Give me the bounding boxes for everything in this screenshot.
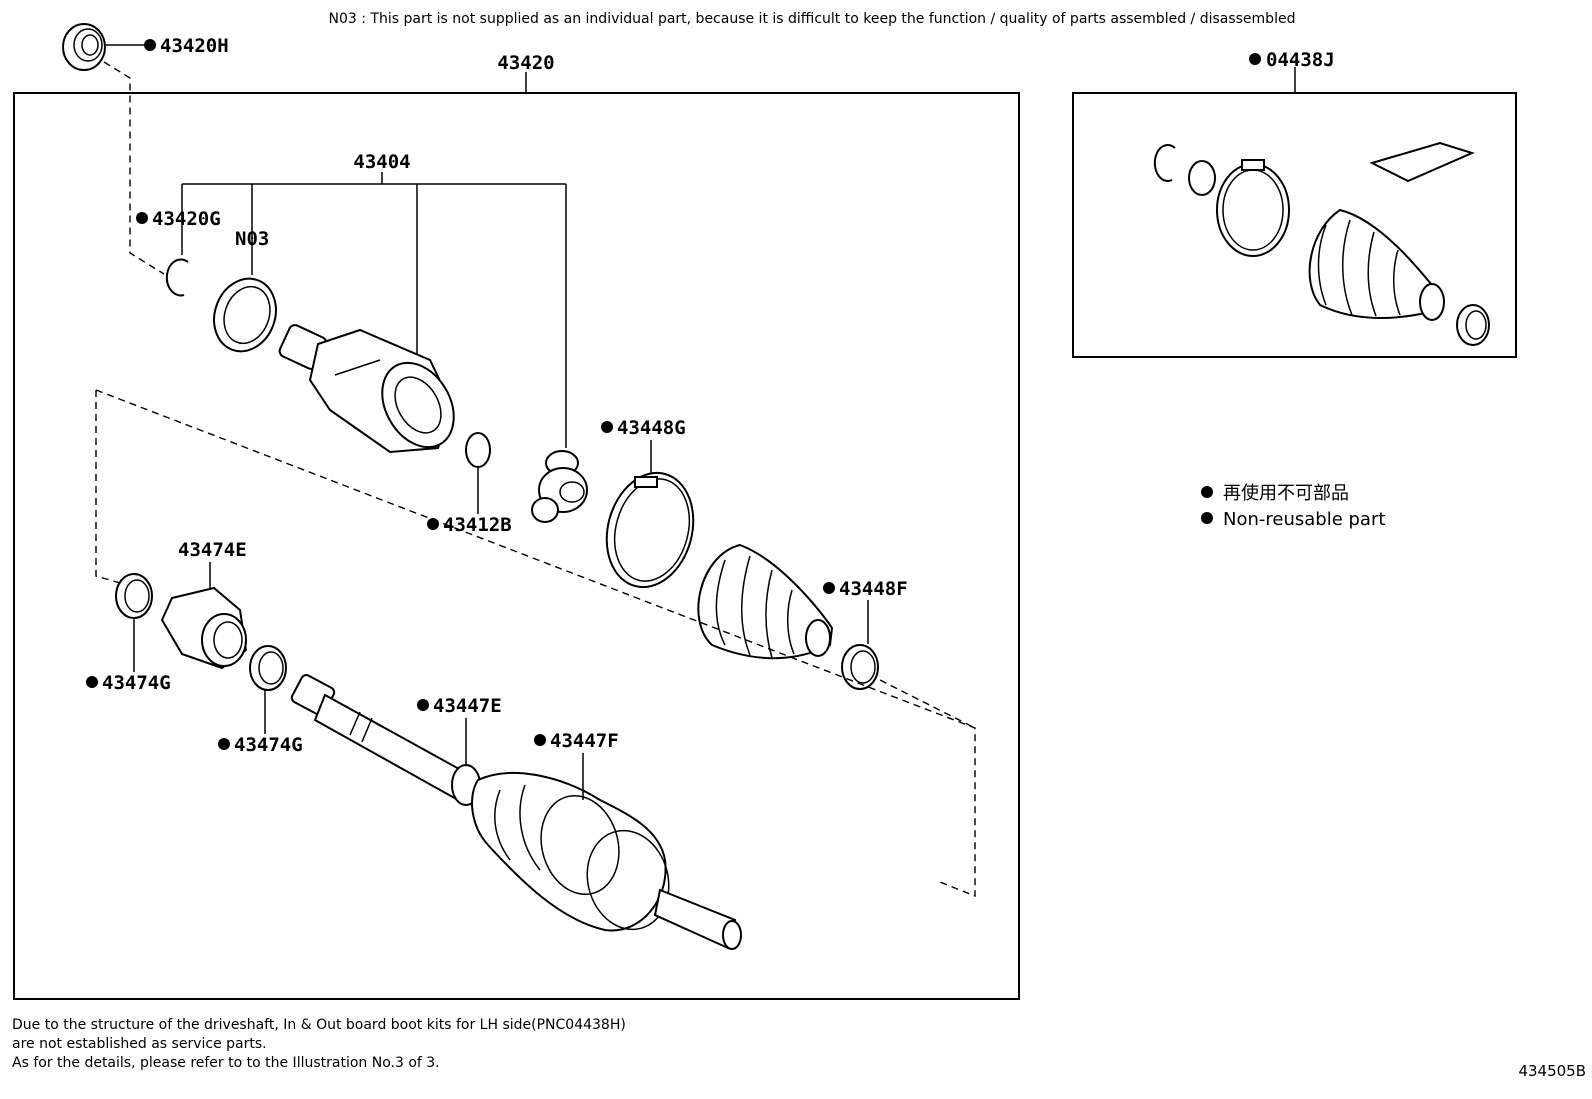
label-43404[interactable]: 43404 <box>353 151 410 173</box>
non-reusable-bullet <box>417 699 429 711</box>
part-43412B-snap-ring <box>465 432 491 468</box>
header-note: N03 : This part is not supplied as an in… <box>329 11 1296 27</box>
part-driveshaft-assembly <box>290 674 742 950</box>
non-reusable-bullet <box>601 421 613 433</box>
label-43420G[interactable]: 43420G <box>152 208 221 230</box>
footer-note: Due to the structure of the driveshaft, … <box>12 1016 626 1073</box>
part-43474E-dynamic-damper <box>160 586 248 670</box>
boot-kit-04438J-frame <box>1072 92 1517 358</box>
footer-line-3: As for the details, please refer to to t… <box>12 1055 440 1071</box>
non-reusable-bullet <box>823 582 835 594</box>
assembly-43420-frame <box>13 92 1020 1000</box>
label-43412B[interactable]: 43412B <box>443 514 512 536</box>
part-43448G-boot-clamp <box>605 471 695 589</box>
part-43448F-boot-clamp <box>841 644 879 690</box>
boot-kit-contents <box>1153 141 1490 346</box>
footer-line-1: Due to the structure of the driveshaft, … <box>12 1017 626 1033</box>
part-43420G-snap-ring <box>165 258 189 297</box>
illustration-code: 434505B <box>1518 1062 1586 1080</box>
label-43420H[interactable]: 43420H <box>160 35 229 57</box>
part-43420H-seal <box>62 23 106 71</box>
label-43448G[interactable]: 43448G <box>617 417 686 439</box>
non-reusable-bullet <box>1249 53 1261 65</box>
part-43474G-clamp-right <box>249 645 287 691</box>
legend-bullet <box>1201 512 1213 524</box>
label-43447F[interactable]: 43447F <box>550 730 619 752</box>
legend-bullet <box>1201 486 1213 498</box>
part-inboard-boot <box>697 543 834 660</box>
non-reusable-bullet <box>144 39 156 51</box>
part-tripod-spider <box>531 450 588 523</box>
legend-english: Non-reusable part <box>1223 509 1385 530</box>
label-43474G-right[interactable]: 43474G <box>234 734 303 756</box>
label-43474G-left[interactable]: 43474G <box>102 672 171 694</box>
label-43474E[interactable]: 43474E <box>178 539 247 561</box>
part-43474G-clamp-left <box>115 573 153 619</box>
non-reusable-bullet <box>218 738 230 750</box>
label-43448F[interactable]: 43448F <box>839 578 908 600</box>
non-reusable-bullet <box>534 734 546 746</box>
label-N03[interactable]: N03 <box>235 228 269 250</box>
label-04438J[interactable]: 04438J <box>1266 49 1335 71</box>
label-43447E[interactable]: 43447E <box>433 695 502 717</box>
label-43420[interactable]: 43420 <box>497 52 554 74</box>
legend-japanese: 再使用不可部品 <box>1223 483 1349 504</box>
non-reusable-bullet <box>86 676 98 688</box>
footer-line-2: are not established as service parts. <box>12 1036 267 1052</box>
non-reusable-bullet <box>136 212 148 224</box>
part-N03-seal <box>213 277 277 353</box>
part-inboard-joint-housing <box>278 324 455 454</box>
